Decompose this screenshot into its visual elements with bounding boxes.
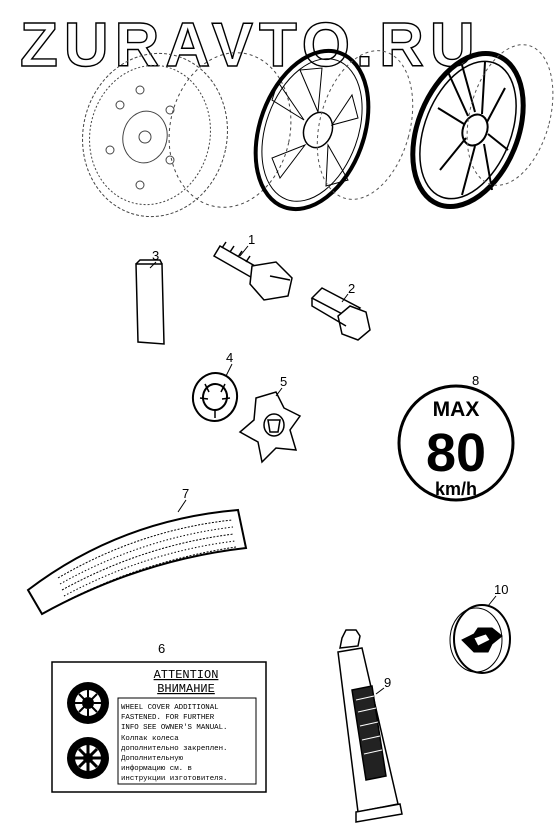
watermark-text: ZURAVTO.RU <box>20 11 481 80</box>
speed-limit-label: MAX 80 km/h <box>397 384 515 502</box>
attention-title-en: ATTENTION <box>154 668 219 682</box>
steel-wheel <box>82 52 292 218</box>
lock-bolt <box>212 241 293 301</box>
wheel-cover <box>253 48 414 212</box>
callout-8: 8 <box>472 373 479 388</box>
leader-lines <box>149 245 497 695</box>
wheel-cover-icon <box>67 682 109 724</box>
attention-line: Дополнительную <box>121 755 184 763</box>
callout-5: 5 <box>280 374 287 389</box>
attention-line: инструкции изготовителя. <box>121 775 227 783</box>
curved-warning-sticker <box>26 508 248 616</box>
speed-label-value: 80 <box>426 423 486 483</box>
retaining-ring <box>191 372 239 422</box>
callout-1: 1 <box>248 232 255 247</box>
speed-label-unit: km/h <box>435 479 477 499</box>
callout-6: 6 <box>158 641 165 656</box>
callout-2: 2 <box>348 281 355 296</box>
speed-label-max: MAX <box>433 398 480 421</box>
attention-line: Колпак колеса <box>121 735 179 743</box>
attention-line: дополнительно закреплен. <box>121 745 227 753</box>
callout-7: 7 <box>182 486 189 501</box>
attention-line: FASTENED. FOR FURTHER <box>121 714 215 722</box>
attention-line: INFO SEE OWNER'S MANUAL. <box>121 724 227 732</box>
attention-text-box <box>117 697 257 785</box>
attention-title-ru: ВНИМАНИЕ <box>157 682 215 696</box>
attention-label: ATTENTION ВНИМАНИЕ WHEEL COVER ADDITIONA… <box>51 661 267 793</box>
attention-line: информацию см. в <box>121 765 192 773</box>
alloy-wheel-icon <box>67 737 109 779</box>
alloy-wheel <box>410 44 554 210</box>
center-cap-emblem <box>449 604 511 674</box>
sticker-fine-print <box>57 519 237 601</box>
callout-4: 4 <box>226 350 233 365</box>
callout-3: 3 <box>152 248 159 263</box>
adhesive-pad <box>135 259 165 345</box>
callout-9: 9 <box>384 675 391 690</box>
adhesive-tube <box>337 629 403 823</box>
speed-label-border <box>397 384 515 502</box>
callout-10: 10 <box>494 582 508 597</box>
star-adapter <box>238 391 302 464</box>
attention-line: WHEEL COVER ADDITIONAL <box>121 704 219 712</box>
key-socket <box>310 287 371 341</box>
